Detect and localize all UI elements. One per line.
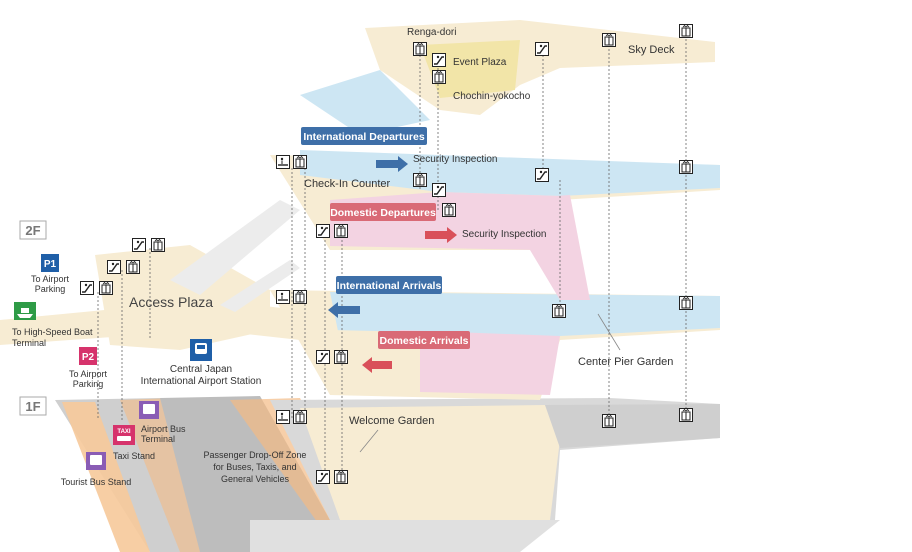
elevator-icon	[602, 33, 616, 47]
svg-text:Tourist Bus Stand: Tourist Bus Stand	[61, 477, 132, 487]
elevator-icon	[334, 224, 348, 238]
elevator-icon	[151, 238, 165, 252]
tourist-bus-sign: Tourist Bus Stand	[61, 452, 132, 487]
moving-walkway-icon	[276, 155, 290, 169]
dom-departures-badge: Domestic Departures	[330, 203, 436, 221]
parking-icon	[79, 347, 97, 365]
elevator-icon	[679, 160, 693, 174]
elevator-icon	[679, 408, 693, 422]
escalator-icon	[316, 470, 330, 484]
elevator-icon	[99, 281, 113, 295]
welcome-garden-label: Welcome Garden	[349, 415, 434, 427]
elevator-icon	[679, 24, 693, 38]
arrow-dom-arrivals	[362, 357, 392, 373]
elevator-icon	[413, 173, 427, 187]
escalator-icon	[80, 281, 94, 295]
p1-parking-sign: P1 To Airport Parking	[31, 254, 70, 294]
chochin-yokocho-label: Chochin-yokocho	[453, 91, 531, 102]
drop-off-line3: General Vehicles	[221, 474, 290, 484]
sky-deck-label: Sky Deck	[628, 44, 675, 56]
floor-1f	[270, 398, 720, 520]
floor-top	[300, 20, 715, 135]
svg-text:Taxi Stand: Taxi Stand	[113, 451, 155, 461]
parking-icon	[41, 254, 59, 272]
floor-tag-2f: 2F	[19, 220, 47, 240]
svg-text:To Airport: To Airport	[31, 274, 70, 284]
escalator-icon	[316, 350, 330, 364]
drop-off-line1: Passenger Drop-Off Zone	[204, 450, 307, 460]
elevator-icon	[126, 260, 140, 274]
escalator-icon	[432, 183, 446, 197]
elevator-icon	[602, 414, 616, 428]
svg-text:To Airport: To Airport	[69, 369, 108, 379]
elevator-icon	[413, 42, 427, 56]
svg-text:Terminal: Terminal	[141, 434, 175, 444]
svg-text:P1: P1	[44, 259, 57, 270]
center-pier-garden-label: Center Pier Garden	[578, 356, 673, 368]
dom-departures-label: Domestic Departures	[330, 207, 436, 219]
moving-walkway-icon	[276, 410, 290, 424]
svg-text:To High-Speed Boat: To High-Speed Boat	[12, 327, 93, 337]
intl-departures-badge: International Departures	[301, 127, 427, 145]
escalator-icon	[535, 42, 549, 56]
intl-arrivals-label: International Arrivals	[337, 280, 442, 292]
svg-text:International Airport Station: International Airport Station	[141, 376, 262, 387]
svg-text:Central Japan: Central Japan	[170, 364, 232, 375]
check-in-label: Check-In Counter	[304, 178, 391, 190]
dom-arrivals-label: Domestic Arrivals	[380, 335, 469, 347]
elevator-icon	[334, 470, 348, 484]
svg-text:Airport Bus: Airport Bus	[141, 424, 186, 434]
boat-terminal-sign: To High-Speed Boat Terminal	[12, 302, 93, 348]
intl-arrivals-badge: International Arrivals	[336, 276, 442, 294]
svg-text:Parking: Parking	[35, 284, 66, 294]
dom-arrivals-badge: Domestic Arrivals	[378, 331, 470, 349]
p2-parking-sign: P2 To Airport Parking	[69, 347, 108, 389]
security-dom-label: Security Inspection	[462, 229, 547, 240]
drop-off-line2: for Buses, Taxis, and	[213, 462, 296, 472]
svg-text:Parking: Parking	[73, 379, 104, 389]
airport-bus-sign: Airport Bus Terminal	[139, 401, 186, 444]
renga-dori-label: Renga-dori	[407, 27, 456, 38]
arrow-intl-security	[376, 156, 408, 172]
arrow-intl-arrivals	[328, 302, 360, 318]
taxi-stand-sign: TAXI Taxi Stand	[113, 425, 155, 461]
elevator-icon	[293, 155, 307, 169]
moving-walkway-icon	[276, 290, 290, 304]
event-plaza-label: Event Plaza	[453, 57, 507, 68]
escalator-icon	[432, 53, 446, 67]
elevator-icon	[293, 410, 307, 424]
elevator-icon	[432, 70, 446, 84]
intl-departures-label: International Departures	[303, 131, 425, 143]
elevator-icon	[442, 203, 456, 217]
escalator-icon	[132, 238, 146, 252]
access-plaza-label: Access Plaza	[129, 294, 213, 310]
svg-text:TAXI: TAXI	[117, 429, 131, 435]
taxi-icon	[113, 425, 135, 445]
arrow-dom-security	[425, 227, 457, 243]
security-intl-label: Security Inspection	[413, 154, 498, 165]
svg-text:2F: 2F	[25, 223, 40, 238]
station-sign: Central Japan International Airport Stat…	[141, 339, 262, 387]
elevator-icon	[552, 304, 566, 318]
floor-departures	[270, 150, 720, 300]
svg-text:Terminal: Terminal	[12, 338, 46, 348]
svg-text:1F: 1F	[25, 399, 40, 414]
elevator-icon	[334, 350, 348, 364]
elevator-icon	[679, 296, 693, 310]
escalator-icon	[316, 224, 330, 238]
escalator-icon	[107, 260, 121, 274]
elevator-icon	[293, 290, 307, 304]
svg-text:P2: P2	[82, 352, 95, 363]
floor-tag-1f: 1F	[19, 396, 47, 416]
escalator-icon	[535, 168, 549, 182]
